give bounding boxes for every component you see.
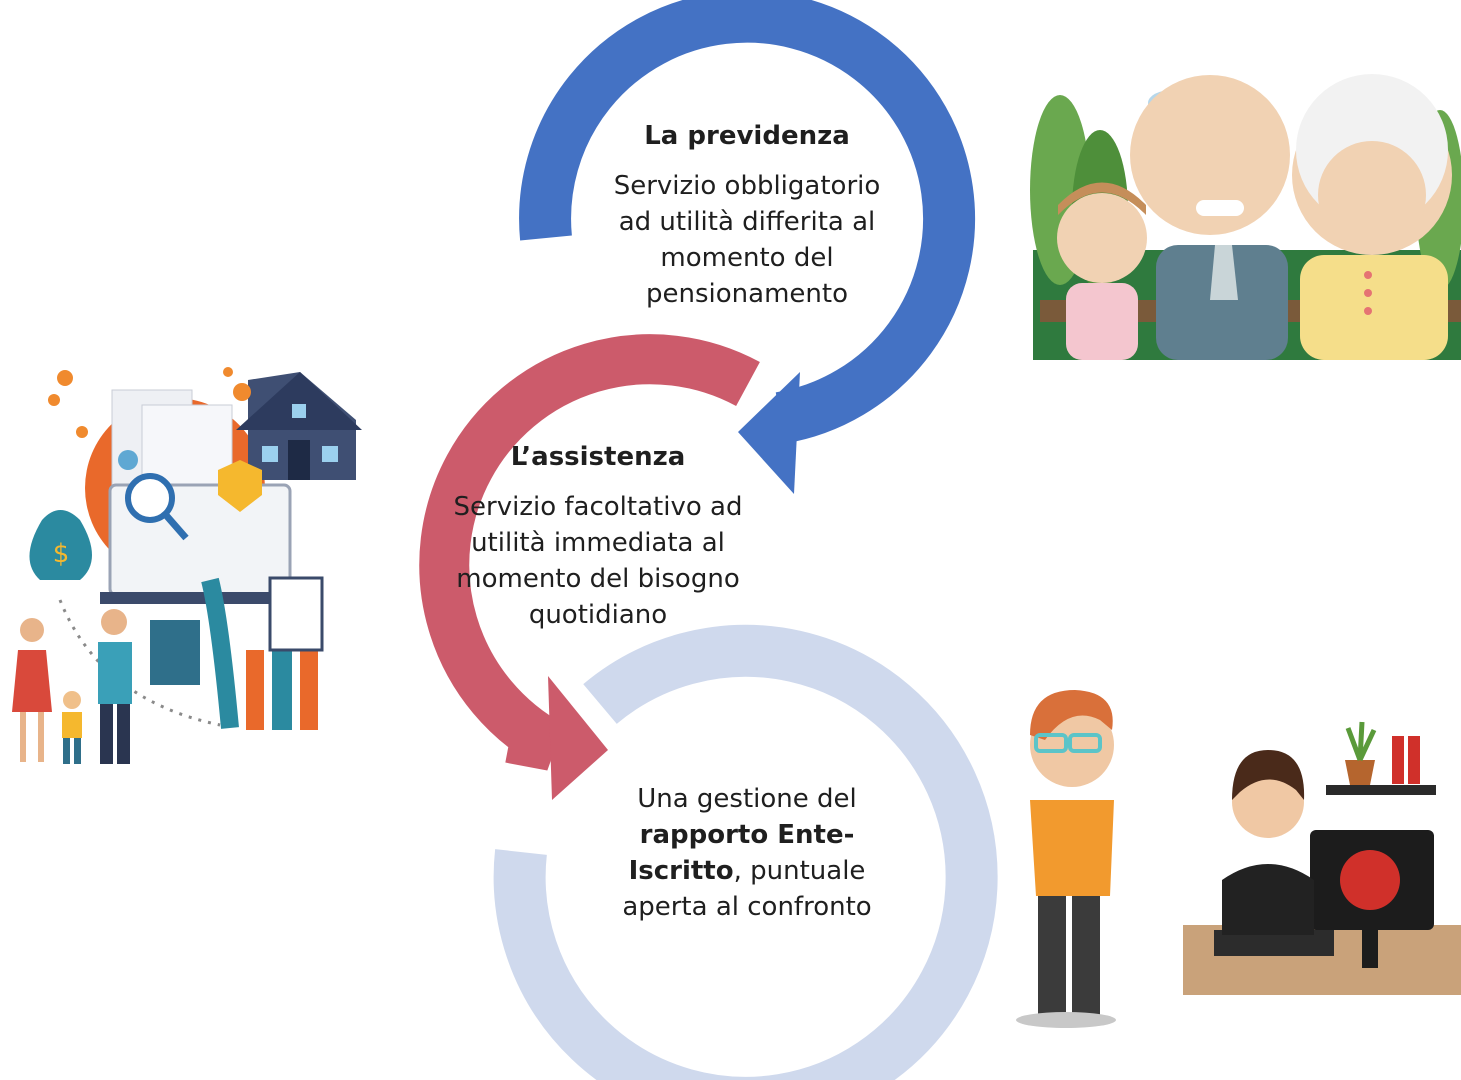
bottom-light-ring: [493, 624, 998, 1080]
assistenza-title: L’assistenza: [510, 442, 686, 472]
previdenza-line-4: pensionamento: [646, 279, 848, 309]
family-finance-illustration: $: [0, 345, 368, 790]
previdenza-arrowhead: [738, 372, 800, 494]
assistenza-arrowhead: [548, 676, 608, 800]
gestione-text: Una gestione del rapporto Ente- Iscritto…: [602, 781, 892, 925]
previdenza-title: La previdenza: [644, 121, 850, 151]
gestione-line-3: Iscritto, puntuale: [602, 853, 892, 889]
assistenza-text: L’assistenza Servizio facoltativo ad uti…: [438, 439, 758, 633]
gestione-line-1: Una gestione del: [637, 784, 857, 814]
gestione-line-4: aperta al confronto: [622, 892, 872, 922]
svg-text:$: $: [53, 539, 70, 569]
call-center-illustration: [1003, 690, 1461, 1035]
previdenza-line-1: Servizio obbligatorio: [613, 171, 881, 201]
elderly-family-illustration: [1030, 74, 1461, 360]
gestione-line-3-bold: Iscritto: [628, 856, 734, 886]
assistenza-arc: [419, 334, 760, 771]
gestione-line-3-rest: , puntuale: [733, 856, 866, 886]
previdenza-line-3: momento del: [660, 243, 834, 273]
assistenza-line-3: momento del bisogno: [456, 564, 740, 594]
assistenza-line-2: utilità immediata al: [471, 528, 725, 558]
assistenza-line-1: Servizio facoltativo ad: [453, 492, 743, 522]
previdenza-line-2: ad utilità differita al: [618, 207, 876, 237]
previdenza-arc: [519, 0, 976, 444]
gestione-line-2: rapporto Ente-: [639, 820, 855, 850]
previdenza-text: La previdenza Servizio obbligatorio ad u…: [591, 118, 903, 312]
assistenza-line-4: quotidiano: [528, 600, 668, 630]
